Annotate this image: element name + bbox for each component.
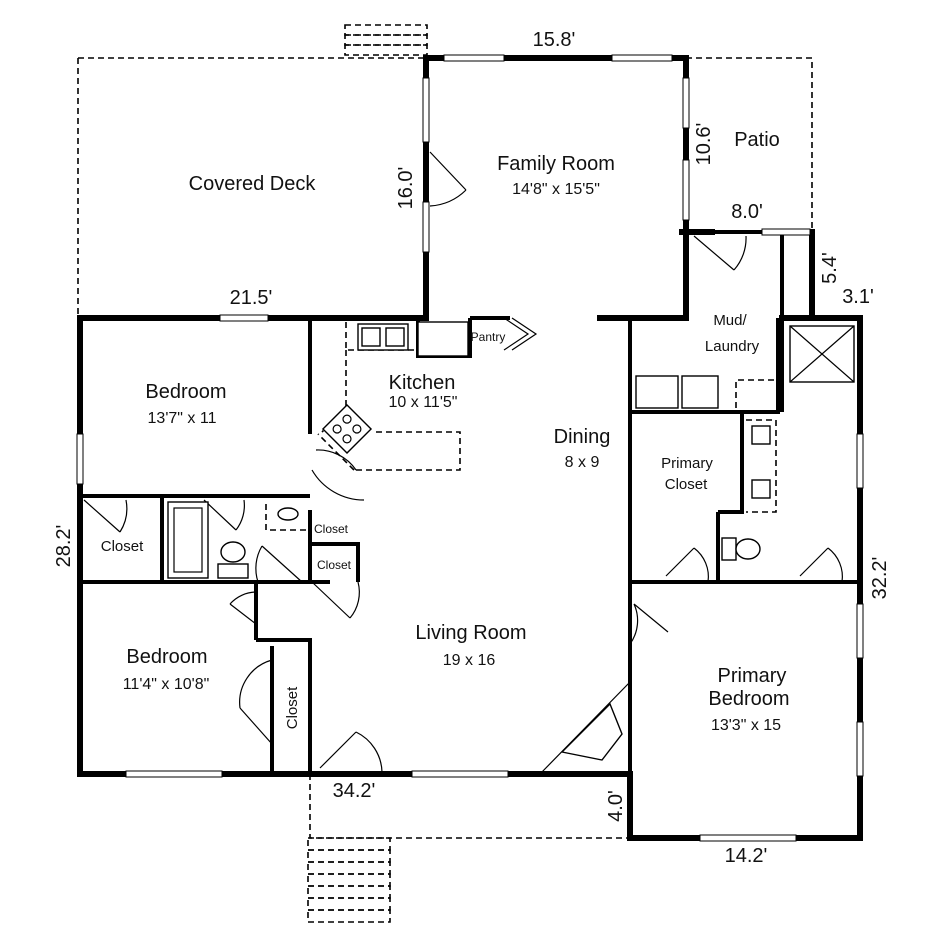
front-porch-outline <box>307 774 630 923</box>
mud-laundry-label-2: Laundry <box>705 338 760 355</box>
dimension-primary-bath-top: 3.1' <box>842 286 874 308</box>
living-room-size: 19 x 16 <box>443 652 496 669</box>
primary-closet-label-2: Closet <box>665 476 708 493</box>
bedroom-1-label: Bedroom <box>145 381 226 403</box>
closet-vertical-label: Closet <box>284 686 301 729</box>
dimension-patio-side: 10.6' <box>693 123 715 166</box>
kitchen-fixtures <box>317 321 469 471</box>
pantry-label: Pantry <box>471 330 506 344</box>
primary-bedroom-size: 13'3" x 15 <box>711 717 781 734</box>
primary-bedroom-label-1: Primary <box>718 665 787 687</box>
dimension-right-side: 32.2' <box>869 557 891 600</box>
dining-label: Dining <box>554 426 611 448</box>
bedroom-2-label: Bedroom <box>126 646 207 668</box>
closet-left-label: Closet <box>101 538 144 555</box>
windows <box>76 54 864 842</box>
dimension-bedroom-top: 21.5' <box>230 287 273 309</box>
kitchen-label: Kitchen <box>389 372 456 394</box>
dimension-patio-bottom: 8.0' <box>731 201 763 223</box>
fireplace <box>539 681 631 775</box>
kitchen-size: 10 x 11'5" <box>389 394 458 411</box>
patio-outline <box>686 57 813 232</box>
doors <box>83 151 843 773</box>
family-room-size: 14'8" x 15'5" <box>512 181 600 198</box>
family-room-label: Family Room <box>497 153 615 175</box>
closet-hall-2-label: Closet <box>317 558 352 572</box>
bath-fixtures <box>167 325 855 579</box>
dimension-family-side: 16.0' <box>395 167 417 210</box>
dimension-top-family: 15.8' <box>533 29 576 51</box>
primary-closet-label-1: Primary <box>661 455 713 472</box>
bedroom-2-size: 11'4" x 10'8" <box>123 676 210 693</box>
dimension-patio-right: 5.4' <box>819 252 841 284</box>
dining-size: 8 x 9 <box>565 454 600 471</box>
dimension-left-side: 28.2' <box>53 525 75 568</box>
dimension-bottom-step: 4.0' <box>605 790 627 822</box>
interior-walls <box>80 230 860 774</box>
mud-laundry-label-1: Mud/ <box>713 312 747 329</box>
primary-bedroom-label-2: Bedroom <box>708 688 789 710</box>
covered-deck-label: Covered Deck <box>189 173 317 195</box>
closet-hall-1-label: Closet <box>314 522 349 536</box>
dimension-bottom-primary: 14.2' <box>725 845 768 867</box>
bedroom-1-size: 13'7" x 11 <box>148 410 217 427</box>
covered-deck-outline <box>77 24 428 318</box>
patio-label: Patio <box>734 129 780 151</box>
living-room-label: Living Room <box>415 622 526 644</box>
dimension-bottom-main: 34.2' <box>333 780 376 802</box>
